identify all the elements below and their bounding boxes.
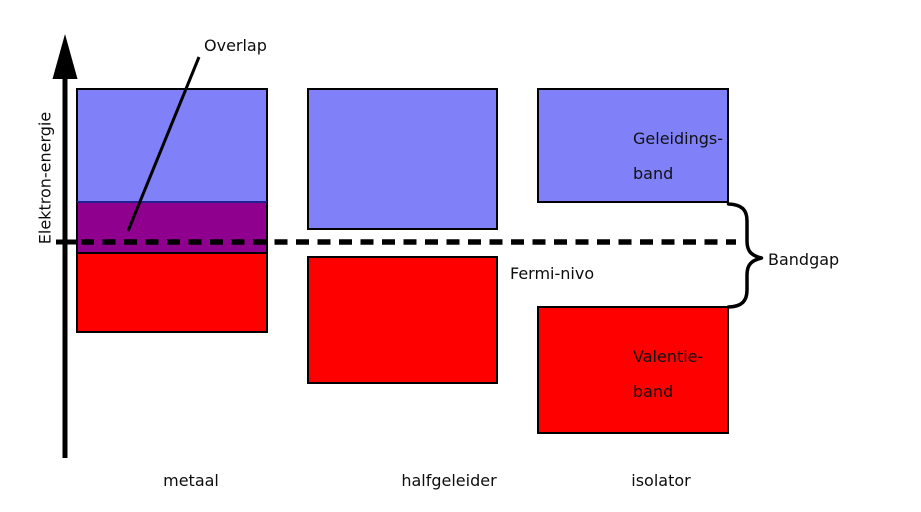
- valence-band-label-line2: band: [633, 382, 674, 401]
- metal-overlap-band: [76, 200, 268, 254]
- valence-band-label-line1: Valentie-: [633, 347, 704, 366]
- bandgap-label: Bandgap: [768, 250, 840, 269]
- column-label-insulator: isolator: [631, 471, 691, 490]
- column-label-metal: metaal: [163, 471, 219, 490]
- conduction-band-label-line2: band: [633, 164, 674, 183]
- conduction-band-label-line1: Geleidings-: [633, 129, 723, 148]
- semiconductor-valence-band: [307, 256, 498, 384]
- y-axis-arrow-icon: [52, 34, 78, 458]
- overlap-label: Overlap: [204, 36, 267, 55]
- fermi-level-label: Fermi-nivo: [510, 264, 595, 283]
- bandgap-brace: [726, 202, 764, 309]
- insulator-conduction-band: [537, 88, 729, 203]
- metal-conduction-band: [76, 88, 268, 203]
- insulator-valence-band: [537, 306, 729, 434]
- column-label-semiconductor: halfgeleider: [401, 471, 497, 490]
- conduction-band-label: Geleidings- band: [633, 121, 723, 191]
- valence-band-label: Valentie- band: [633, 339, 703, 409]
- metal-valence-band: [76, 251, 268, 333]
- semiconductor-conduction-band: [307, 88, 498, 230]
- axis-label-electron-energy: Elektron-energie: [35, 111, 55, 245]
